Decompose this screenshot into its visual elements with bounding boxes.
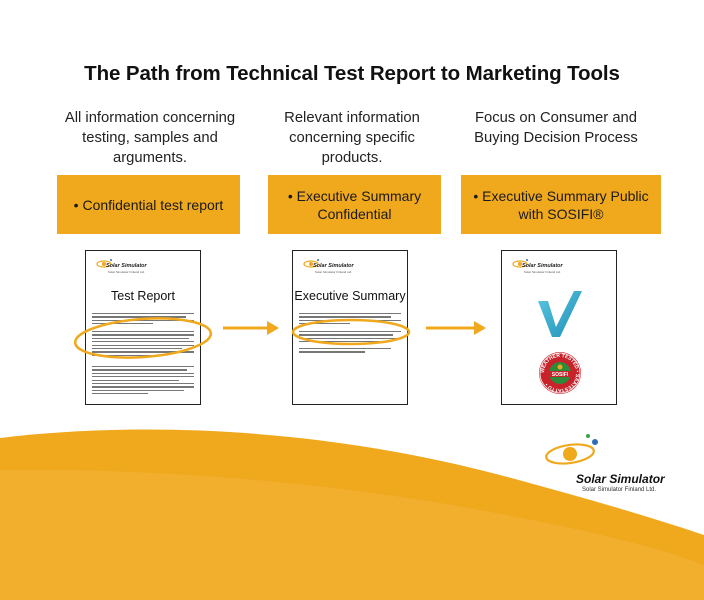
page-title: The Path from Technical Test Report to M… [84, 62, 620, 85]
description-line: products. [321, 150, 383, 166]
executive-summary-document: Solar Simulator Solar Simulator Finland … [291, 250, 411, 405]
doc-body-text [299, 331, 401, 345]
description-line: concerning specific [289, 130, 415, 146]
column-2-description: Relevant information concerning specific… [242, 108, 462, 168]
box-label: • Executive Summary Public [473, 187, 649, 204]
sun-orbit-logo-icon [303, 259, 319, 268]
executive-summary-confidential-box: • Executive Summary Confidential [268, 175, 441, 234]
test-report-document: Solar Simulator Solar Simulator Finland … [73, 250, 213, 405]
box-label: • Executive Summary [287, 187, 422, 204]
weather-tested-seal-icon: WEATHER TESTED • SAATESTATTU • SOSIFI [539, 352, 581, 394]
solar-simulator-mini-logo: Solar Simulator Solar Simulator Finland … [96, 257, 156, 277]
column-3-description: Focus on Consumer and Buying Decision Pr… [446, 108, 666, 148]
seal-label: SOSIFI [552, 372, 569, 378]
description-line: testing, samples and [82, 130, 218, 146]
box-label: with SOSIFI® [518, 205, 604, 222]
arrow-right-icon [223, 321, 279, 335]
check-mark-icon [538, 291, 582, 337]
mini-logo-brand: Solar Simulator [522, 263, 563, 269]
solar-simulator-mini-logo: Solar Simulator Solar Simulator Finland … [303, 257, 363, 277]
arrow-right-icon [426, 321, 486, 335]
sun-orbit-logo-icon [512, 259, 528, 268]
logo-brand: Solar Simulator [576, 472, 665, 486]
executive-summary-public-box: • Executive Summary Public with SOSIFI® [461, 175, 661, 234]
description-line: Buying Decision Process [474, 130, 638, 146]
solar-simulator-logo: Solar Simulator Solar Simulator Finland … [538, 430, 678, 500]
doc-body-text [92, 313, 194, 327]
box-label: Confidential [317, 205, 392, 222]
doc-body-text [92, 331, 194, 358]
description-line: Relevant information [284, 110, 420, 126]
box-label: • Confidential test report [73, 196, 224, 213]
mini-logo-brand: Solar Simulator [106, 263, 147, 269]
description-line: arguments. [112, 150, 188, 166]
description-line: Focus on Consumer and [474, 110, 638, 126]
mini-logo-sub: Solar Simulator Finland Ltd. [108, 270, 146, 274]
doc-heading: Executive Summary [294, 289, 406, 303]
mini-logo-sub: Solar Simulator Finland Ltd. [524, 270, 562, 274]
public-summary-document: Solar Simulator Solar Simulator Finland … [501, 250, 617, 405]
solar-simulator-mini-logo: Solar Simulator Solar Simulator Finland … [512, 257, 572, 277]
column-1-description: All information concerning testing, samp… [40, 108, 260, 168]
highlight-ellipse [73, 317, 213, 359]
confidential-test-report-box: • Confidential test report [57, 175, 240, 234]
doc-body-text [92, 366, 194, 397]
doc-heading: Test Report [111, 289, 175, 303]
highlight-ellipse [291, 318, 411, 346]
mini-logo-brand: Solar Simulator [313, 263, 354, 269]
doc-body-text [299, 348, 401, 355]
description-line: All information concerning [64, 110, 236, 126]
sun-orbit-logo-icon [96, 259, 112, 268]
logo-sub: Solar Simulator Finland Ltd. [582, 487, 657, 493]
mini-logo-sub: Solar Simulator Finland Ltd. [315, 270, 353, 274]
sun-orbit-logo-icon [545, 434, 598, 465]
